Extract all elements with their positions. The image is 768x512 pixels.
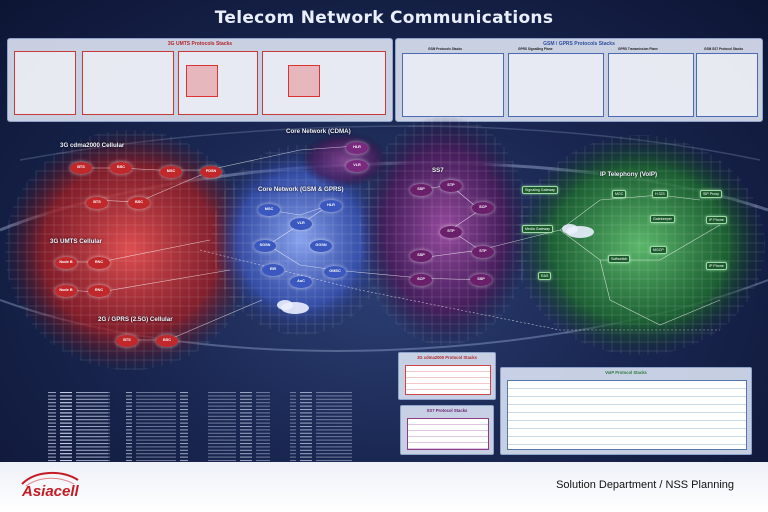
- gprs-node: BSC: [156, 335, 178, 347]
- ss7-node: SSP: [410, 250, 432, 262]
- gsm-stack-title: GSM / GPRS Protocols Stacks: [543, 41, 615, 47]
- gprs-cloud-title: 2G / GPRS (2.5G) Cellular: [98, 316, 173, 323]
- gsm-core-node: GGSN: [310, 240, 332, 252]
- logo-wordmark: Asiacell: [22, 483, 79, 500]
- ss7-stack-panel: SS7 Protocol Stacks: [400, 405, 494, 455]
- cdma-node: BSC: [110, 162, 132, 174]
- cdma-core-title: Core Network (CDMA): [286, 128, 351, 135]
- gsm-stack-block: [402, 53, 504, 117]
- gsm-sub-title: GSM Protocols Stacks: [428, 47, 463, 51]
- cdma-node: BSC: [128, 197, 150, 209]
- ss7-node: SCP: [472, 202, 494, 214]
- gsm-core-node: EIR: [262, 264, 284, 276]
- poster-title: Telecom Network Communications: [214, 8, 554, 28]
- ss7-node: SSP: [410, 184, 432, 196]
- link-line: [199, 249, 720, 331]
- gsm-core-node: MSC: [258, 204, 280, 216]
- voip-cloud-title: IP Telephony (VoIP): [600, 171, 658, 178]
- cdma2000-stack-title: 3G cdma2000 Protocol Stacks: [417, 355, 477, 360]
- gsm-core-title: Core Network (GSM & GPRS): [258, 186, 344, 193]
- gsm-core-node: AuC: [290, 276, 312, 288]
- cdma-node: BTS: [86, 197, 108, 209]
- asiacell-logo: [18, 468, 82, 504]
- ss7-stack-title: SS7 Protocol Stacks: [426, 408, 468, 413]
- umts-stack-block: [14, 51, 76, 115]
- umts-stack-title: 3G UMTS Protocols Stacks: [167, 41, 233, 47]
- cdma2000-stack-block: [405, 365, 491, 395]
- umts-stack-block: [178, 51, 258, 115]
- voip-node: Gatekeeper: [650, 215, 675, 224]
- voip-stack-title: VoIP Protocol Stacks: [605, 370, 647, 375]
- gsm-sub-title: GSM SS7 Protocol Stacks: [704, 47, 744, 51]
- department-label: Solution Department / NSS Planning: [556, 479, 734, 491]
- cdma-node: PDSN: [200, 166, 222, 178]
- ss7-node: SSP: [470, 274, 492, 286]
- gsm-stack-block: [696, 53, 758, 117]
- voip-stack-panel: VoIP Protocol Stacks: [500, 367, 752, 455]
- voip-cloud-grid: [515, 135, 765, 355]
- umts-stack-panel: 3G UMTS Protocols Stacks: [7, 38, 393, 122]
- voip-node: Signaling Gateway: [522, 186, 558, 195]
- gsm-stack-block: [608, 53, 694, 117]
- ss7-stack-block: [407, 418, 489, 450]
- voip-stack-block: [507, 380, 747, 450]
- gsm-core-node: VLR: [290, 218, 312, 230]
- cdma-cloud-title: 3G cdma2000 Cellular: [60, 142, 125, 149]
- cdma-core-cloud: [300, 132, 390, 188]
- logo-swoosh-icon: [21, 471, 79, 487]
- umts-node: RNC: [88, 285, 110, 297]
- umts-cloud-title: 3G UMTS Cellular: [50, 238, 102, 245]
- cdma-node: MSC: [160, 166, 182, 178]
- voip-node: SIP Proxy: [700, 190, 722, 199]
- voip-node: H.323: [652, 190, 668, 199]
- voip-node: MGCP: [650, 246, 667, 255]
- umts-stack-block: [82, 51, 174, 115]
- gsm-core-node: SGSN: [254, 240, 276, 252]
- gprs-node: BTS: [116, 335, 138, 347]
- umts-node: RNC: [88, 257, 110, 269]
- gsm-core-node: GMSC: [324, 266, 346, 278]
- ip-cloud: [562, 224, 578, 234]
- link-line: [479, 194, 701, 251]
- link-line: [88, 167, 208, 171]
- voip-node: IP Phone: [706, 216, 727, 225]
- voip-node: Media Gateway: [522, 225, 553, 234]
- gsm-stack-panel: GSM / GPRS Protocols Stacks GSM Protocol…: [395, 38, 763, 122]
- cdma-node: BTS: [70, 162, 92, 174]
- cdma-core-node: VLR: [346, 160, 368, 172]
- gsm-core-node: HLR: [320, 200, 342, 212]
- voip-node: MGC: [612, 190, 627, 199]
- gsm-stack-block: [508, 53, 604, 117]
- ss7-node: STP: [440, 180, 462, 192]
- link-line: [599, 259, 721, 326]
- voip-node: Softswitch: [608, 255, 631, 264]
- gsm-sub-title: GPRS Signalling Plane: [518, 47, 553, 51]
- ip-cloud: [277, 300, 293, 310]
- ss7-node: STP: [472, 246, 494, 258]
- umts-node: Node B: [55, 285, 77, 297]
- gsm-sub-title: GPRS Transmission Plane: [618, 47, 658, 51]
- ss7-cloud-title: SS7: [432, 167, 444, 174]
- ss7-node: SCP: [410, 274, 432, 286]
- umts-node: Node B: [55, 257, 77, 269]
- cdma2000-stack-panel: 3G cdma2000 Protocol Stacks: [398, 352, 496, 400]
- umts-highlight-block: [288, 65, 320, 97]
- link-line: [207, 145, 357, 171]
- cdma-core-node: HLR: [346, 142, 368, 154]
- ss7-node: STP: [440, 226, 462, 238]
- umts-stack-block: [262, 51, 386, 115]
- footer-bar: [0, 462, 768, 512]
- voip-node: IP Phone: [706, 262, 727, 271]
- voip-node: RAS: [538, 272, 552, 281]
- umts-highlight-block: [186, 65, 218, 97]
- gsm-core-cloud-grid: [212, 145, 388, 335]
- cellular-cloud-grid: [5, 130, 255, 370]
